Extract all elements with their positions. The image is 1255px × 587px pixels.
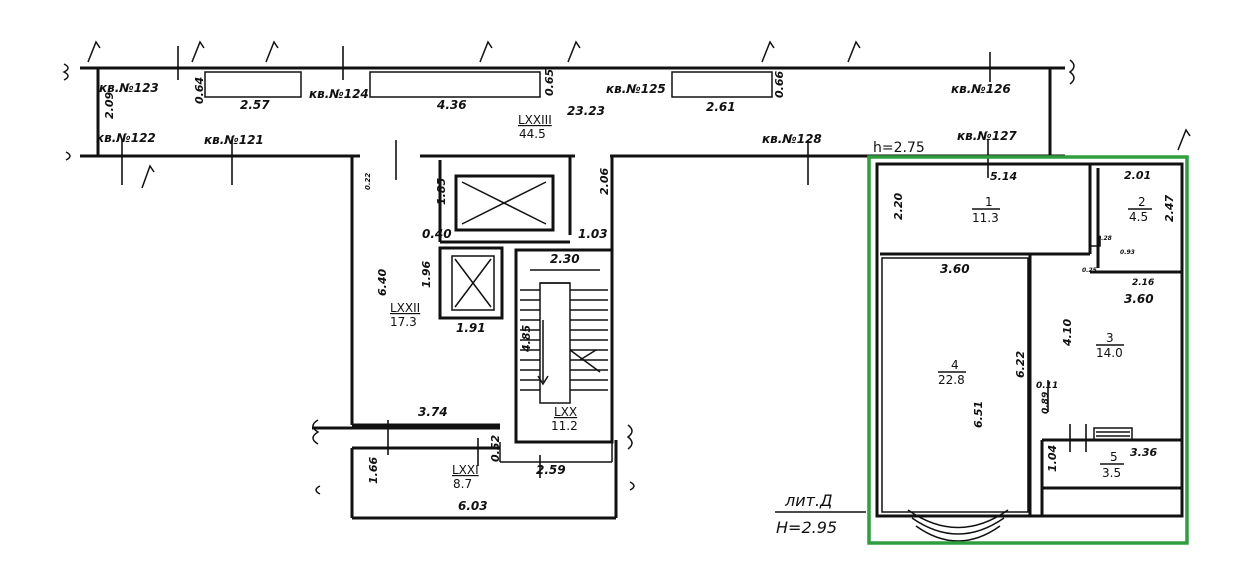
svg-text:LXX: LXX — [554, 405, 577, 419]
dim-3-74: 3.74 — [418, 405, 448, 419]
dim-0-66: 0.66 — [773, 71, 786, 98]
label-apartment-123: кв.№123 — [99, 81, 159, 95]
dim-1-96: 1.96 — [420, 261, 433, 288]
dim-2-06: 2.06 — [598, 168, 611, 195]
dim-1-04: 1.04 — [1046, 445, 1059, 472]
svg-text:1: 1 — [985, 195, 993, 209]
dim-0-28: 0.28 — [1097, 235, 1112, 242]
svg-text:4: 4 — [951, 358, 959, 372]
dim-0-52: 0.52 — [489, 435, 502, 462]
dim-1-66: 1.66 — [367, 457, 380, 484]
svg-text:11.3: 11.3 — [972, 211, 999, 225]
svg-text:5: 5 — [1110, 450, 1118, 464]
label-apartment-124: кв.№124 — [309, 87, 369, 101]
dim-1-91: 1.91 — [456, 321, 486, 335]
dim-4-36: 4.36 — [436, 98, 467, 112]
dim-2-01: 2.01 — [1124, 169, 1151, 182]
svg-text:LXXIII: LXXIII — [518, 113, 552, 127]
svg-text:22.8: 22.8 — [938, 373, 965, 387]
room-2: 2 4.5 — [1128, 195, 1152, 224]
svg-text:LXXII: LXXII — [390, 301, 420, 315]
svg-text:14.0: 14.0 — [1096, 346, 1123, 360]
height-label-top: h=2.75 — [873, 140, 925, 156]
svg-text:3.5: 3.5 — [1102, 466, 1121, 480]
room-lxxiii: LXXIII 44.5 — [518, 113, 552, 141]
stair-steps — [520, 269, 608, 391]
svg-text:17.3: 17.3 — [390, 315, 417, 329]
corridor-walls — [62, 40, 1191, 189]
dim-2-57: 2.57 — [240, 98, 270, 112]
dim-0-40: 0.40 — [422, 227, 452, 241]
room-4: 4 22.8 — [938, 358, 966, 387]
lit-label: лит.Д H=2.95 — [775, 491, 866, 537]
dim-2-09: 2.09 — [103, 92, 116, 119]
dim-2-16: 2.16 — [1132, 278, 1154, 288]
dim-6-40: 6.40 — [376, 269, 389, 296]
dim-1-85: 1.85 — [435, 178, 448, 205]
dim-6-22: 6.22 — [1014, 351, 1027, 378]
dim-1-03: 1.03 — [578, 227, 608, 241]
dim-5-14: 5.14 — [990, 170, 1017, 183]
room-1: 1 11.3 — [972, 195, 1000, 225]
svg-text:11.2: 11.2 — [551, 419, 578, 433]
highlight-frame — [867, 155, 1189, 545]
dim-0-89: 0.89 — [1041, 392, 1051, 414]
dim-2-20: 2.20 — [892, 193, 905, 220]
svg-text:44.5: 44.5 — [519, 127, 546, 141]
svg-text:8.7: 8.7 — [453, 477, 472, 491]
dim-2-30: 2.30 — [550, 252, 580, 266]
label-apartment-127: кв.№127 — [957, 129, 1017, 143]
dim-0-25: 0.25 — [1082, 267, 1097, 274]
room-lxxii: LXXII 17.3 — [390, 301, 420, 329]
dim-0-11: 0.11 — [1036, 381, 1058, 391]
dim-3-36: 3.36 — [1130, 446, 1157, 459]
svg-text:4.5: 4.5 — [1129, 210, 1148, 224]
svg-text:3: 3 — [1106, 331, 1114, 345]
dim-2-47: 2.47 — [1163, 195, 1176, 222]
room-lxxi: LXXI 8.7 — [452, 463, 479, 491]
svg-text:H=2.95: H=2.95 — [776, 518, 837, 537]
dim-23-23: 23.23 — [567, 104, 605, 118]
dim-0-93: 0.93 — [1120, 249, 1135, 256]
svg-text:LXXI: LXXI — [452, 463, 479, 477]
dim-3-60-left: 3.60 — [940, 262, 970, 276]
room-lxx: LXX 11.2 — [551, 405, 578, 433]
room-5: 5 3.5 — [1100, 450, 1124, 480]
core-walls — [312, 140, 635, 520]
dim-3-60-right: 3.60 — [1124, 292, 1154, 306]
dim-0-64: 0.64 — [193, 77, 206, 104]
dim-2-61: 2.61 — [706, 100, 736, 114]
dim-4-10: 4.10 — [1061, 319, 1074, 347]
svg-text:лит.Д: лит.Д — [784, 491, 833, 510]
dim-2-59: 2.59 — [536, 463, 566, 477]
dim-4-85: 4.85 — [520, 325, 533, 353]
label-apartment-126: кв.№126 — [951, 82, 1011, 96]
dim-0-22: 0.22 — [364, 173, 372, 190]
room-3: 3 14.0 — [1096, 331, 1124, 360]
dim-0-65: 0.65 — [543, 69, 556, 96]
label-apartment-121: кв.№121 — [204, 133, 264, 147]
dim-6-03: 6.03 — [458, 499, 488, 513]
label-apartment-128: кв.№128 — [762, 132, 822, 146]
dim-6-51: 6.51 — [972, 401, 985, 428]
label-apartment-125: кв.№125 — [606, 82, 666, 96]
svg-text:2: 2 — [1138, 195, 1146, 209]
apartment-lit-d — [867, 155, 1189, 545]
label-apartment-122: кв.№122 — [96, 131, 156, 145]
